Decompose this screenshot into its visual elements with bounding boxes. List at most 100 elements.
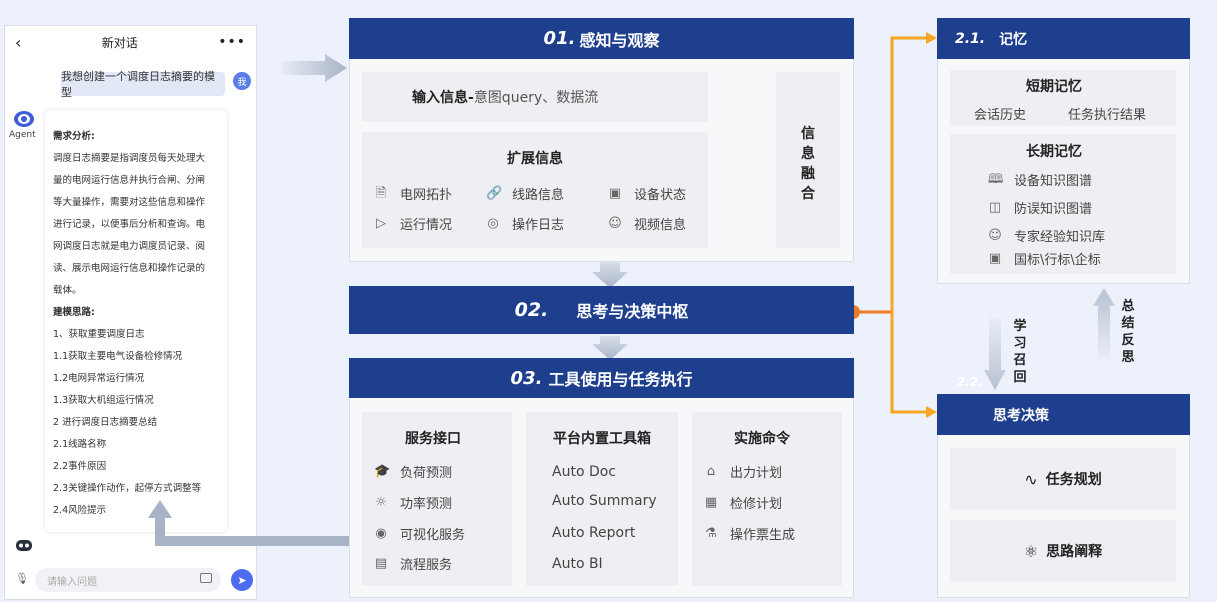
agent-line: 调度日志摘要是指调度员每天处理大	[53, 153, 206, 164]
agent-line: 量的电网运行信息并执行合闸、分闸	[53, 175, 206, 186]
decision-header: 思考决策	[937, 394, 1190, 435]
route-icon: ∿	[1024, 469, 1038, 489]
vertical-char: 召	[1013, 353, 1027, 368]
arrow-thinking-to-tools	[592, 336, 628, 360]
agent-response-card: 需求分析: 调度日志摘要是指调度员每天处理大量的电网运行信息并执行合闸、分闸等大量…	[45, 110, 227, 532]
link-icon: 🔗	[486, 185, 503, 201]
vertical-char: 思	[1121, 350, 1135, 365]
item-device-status: ▣设备状态	[608, 185, 687, 203]
vertical-char: 总	[1121, 299, 1135, 314]
mic-icon[interactable]: 🎙	[15, 572, 29, 585]
location-pin-icon: ◎	[487, 215, 499, 231]
item-output-plan: ⌂出力计划	[704, 462, 782, 481]
short-term-memory-card: 短期记忆 会话历史 任务执行结果	[950, 70, 1176, 126]
item-power-forecast: ☼功率预测	[375, 494, 453, 512]
chevron-left-icon[interactable]: ‹	[15, 32, 22, 52]
vertical-char: 息	[801, 146, 815, 162]
perception-header: 01. 感知与观察	[349, 18, 854, 59]
memory-title: 记忆	[999, 31, 1028, 48]
expand-info-card: 扩展信息 🗎电网拓扑 🔗线路信息 ▣设备状态 ▷运行情况 ◎操作日志 ☺视频信息	[362, 132, 708, 248]
item-load-forecast: 🎓负荷预测	[374, 463, 453, 481]
commands-title: 实施命令	[734, 431, 790, 447]
user-icon: ☺	[608, 215, 622, 231]
expand-info-title: 扩展信息	[507, 151, 563, 167]
target-icon: ◉	[375, 525, 387, 541]
send-icon[interactable]: ➤	[231, 569, 253, 591]
flask-icon: ⚗	[705, 525, 717, 541]
vertical-char: 回	[1013, 370, 1027, 385]
item-session-history: 会话历史	[974, 108, 1027, 123]
image-icon: ▣	[608, 185, 622, 201]
chat-header: ‹ 新对话 •••	[5, 26, 256, 58]
item-device-kg: 🕮设备知识图谱	[988, 171, 1093, 189]
reasoning-label: 思路阐释	[1046, 544, 1103, 560]
thinking-num: 02.	[514, 299, 549, 321]
tool-auto-summary: Auto Summary	[552, 493, 657, 509]
chat-title: 新对话	[101, 35, 138, 50]
agent-line: 2.3关键操作动作，起停方式调整等	[53, 483, 202, 494]
head-idea-icon: ⚛	[1023, 541, 1039, 561]
calendar-icon: ▦	[704, 494, 718, 510]
item-operation-status: ▷运行情况	[376, 215, 453, 233]
item-standards: ▣国标\行标\企标	[988, 250, 1101, 268]
memory-num: 2.1.	[955, 30, 986, 47]
perception-title: 感知与观察	[579, 30, 660, 50]
item-line-info: 🔗线路信息	[486, 185, 565, 203]
vertical-char: 合	[801, 186, 815, 202]
short-term-title: 短期记忆	[1026, 79, 1082, 95]
question-input[interactable]: 请输入问题	[35, 568, 221, 592]
agent-eye-icon	[14, 111, 34, 127]
user-avatar: 我	[233, 72, 251, 90]
item-maintenance-plan: ▦检修计划	[704, 494, 783, 512]
item-task-result: 任务执行结果	[1068, 108, 1147, 123]
vertical-char: 信	[801, 126, 815, 142]
agent-line: 载体。	[53, 285, 82, 296]
home-icon: ⌂	[706, 463, 716, 479]
tool-auto-bi: Auto BI	[552, 556, 603, 572]
image-upload-icon[interactable]	[200, 573, 212, 583]
decision-num: 2.2.	[957, 375, 983, 389]
lock-icon: ◫	[988, 199, 1002, 215]
document-icon: 🗎	[375, 185, 387, 201]
agent-line: 1.1获取主要电气设备检修情况	[53, 351, 183, 362]
long-term-memory-card: 长期记忆 🕮设备知识图谱 ◫防误知识图谱 ☺专家经验知识库 ▣国标\行标\企标	[950, 134, 1176, 274]
chat-phone-panel: ‹ 新对话 ••• 我想创建一个调度日志摘要的模型 我 Agent 需求分析:调…	[4, 25, 257, 600]
agent-line: 2.1线路名称	[53, 439, 107, 450]
agent-line: 读、展示电网运行信息和操作记录的	[53, 263, 206, 274]
learn-recall-label: 学习召回	[1012, 318, 1028, 386]
input-info-label: 输入信息-	[412, 90, 474, 106]
tools-num: 03.	[510, 367, 543, 389]
thinking-title: 思考与决策中枢	[576, 302, 689, 321]
commands-card: 实施命令 ⌂出力计划 ▦检修计划 ⚗操作票生成	[692, 412, 842, 586]
arrow-thinking-to-memory	[890, 36, 928, 312]
vertical-char: 融	[801, 166, 815, 182]
perception-num: 01.	[543, 28, 576, 49]
agent-line: 2.2事件原因	[53, 461, 107, 472]
vertical-char: 习	[1013, 336, 1027, 351]
lightbulb-icon: ☼	[375, 494, 387, 510]
long-term-title: 长期记忆	[1026, 144, 1082, 160]
arrow-learn-recall	[984, 318, 1006, 390]
vertical-char: 反	[1121, 333, 1135, 348]
arrow-summary-reflect	[1093, 288, 1115, 358]
toolbox-card: 平台内置工具箱 Auto Doc Auto Summary Auto Repor…	[526, 412, 678, 586]
agent-line: 需求分析:	[53, 131, 95, 142]
decision-title: 思考决策	[993, 407, 1049, 424]
input-info-card: 输入信息- 意图query、数据流	[362, 72, 708, 122]
task-planning-label: 任务规划	[1045, 472, 1102, 488]
agent-line: 等大量操作，需要对这些信息和操作	[53, 197, 206, 208]
more-dots-icon[interactable]: •••	[218, 34, 246, 50]
user-icon: ☺	[988, 227, 1002, 243]
robot-icon	[16, 540, 32, 551]
briefcase-icon: ▣	[988, 250, 1002, 266]
graduation-cap-icon: 🎓	[374, 463, 391, 479]
input-info-detail: 意图query、数据流	[473, 90, 599, 106]
arrow-tools-to-phone	[148, 500, 350, 546]
tools-header: 03. 工具使用与任务执行	[349, 358, 854, 398]
toolbox-title: 平台内置工具箱	[553, 431, 651, 447]
item-process-service: ▤流程服务	[374, 555, 453, 573]
agent-line: 1.3获取大机组运行情况	[53, 395, 154, 406]
vertical-char: 学	[1013, 319, 1027, 334]
item-video-info: ☺视频信息	[608, 215, 687, 233]
thinking-header: 02. 思考与决策中枢	[349, 286, 854, 334]
